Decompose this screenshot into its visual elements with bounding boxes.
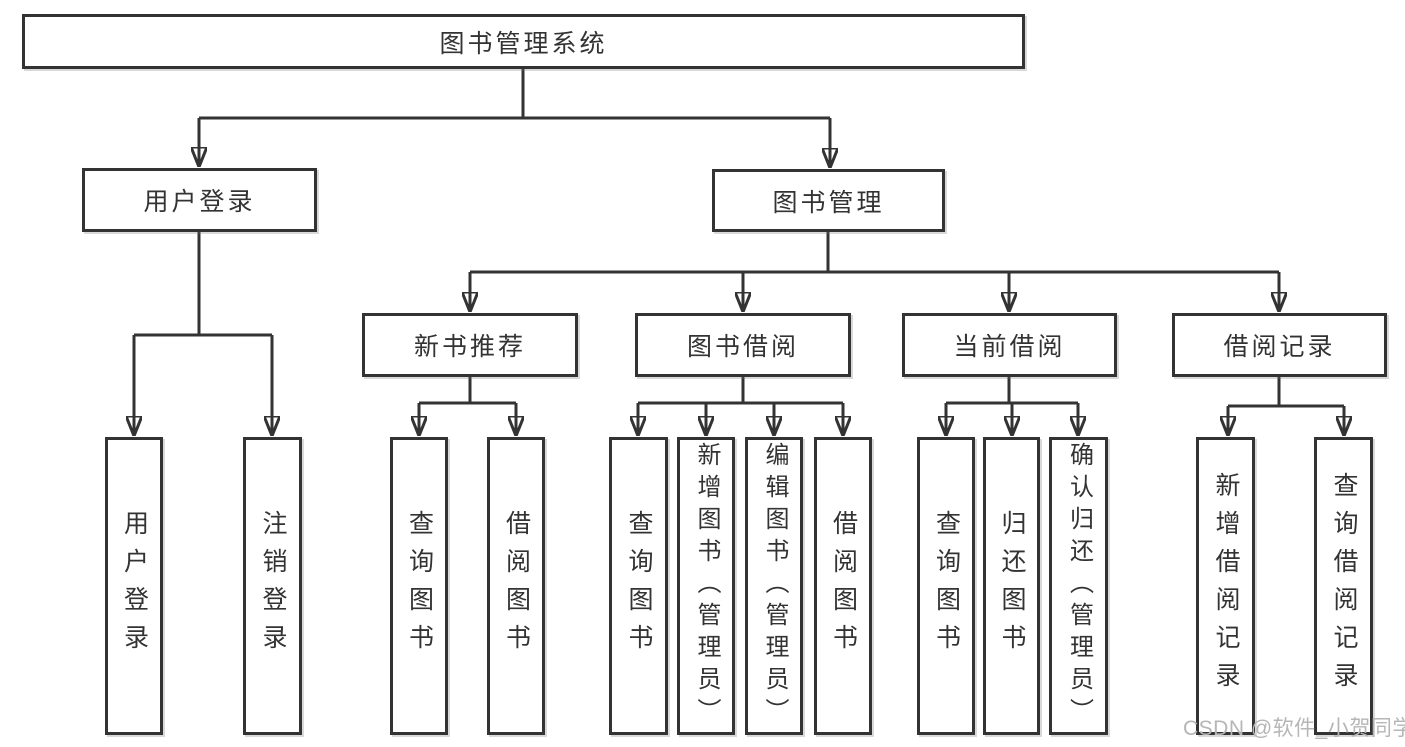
leaf-add-borrow-record: 新增借阅记录 <box>1196 437 1255 735</box>
leaf-label: 确认归还（管理员） <box>1065 442 1093 730</box>
node-book-management: 图书管理 <box>712 169 945 232</box>
connector-root <box>199 69 830 167</box>
leaf-add-books-admin: 新增图书（管理员） <box>677 437 735 735</box>
connector-book-borrow <box>638 377 843 435</box>
connector-book-mgmt <box>470 232 1279 311</box>
leaf-edit-books-admin: 编辑图书（管理员） <box>745 437 803 735</box>
leaf-label: 查询借阅记录 <box>1330 472 1358 700</box>
node-borrowing-records: 借阅记录 <box>1172 313 1387 377</box>
node-label: 图书借阅 <box>686 333 799 361</box>
leaf-label: 借阅图书 <box>502 510 531 662</box>
leaf-return-books: 归还图书 <box>983 437 1040 735</box>
leaf-label: 查询图书 <box>405 510 434 662</box>
leaf-user-login: 用户登录 <box>105 437 163 735</box>
leaf-label: 新增借阅记录 <box>1212 472 1240 700</box>
leaf-query-borrow-record: 查询借阅记录 <box>1314 437 1373 735</box>
connector-borrow-records <box>1228 377 1344 435</box>
csdn-watermark: CSDN @软件_小贺同学 <box>1183 717 1405 740</box>
leaf-logout: 注销登录 <box>243 437 302 735</box>
leaf-borrow-query-books: 查询图书 <box>609 437 668 735</box>
connector-user-login <box>134 232 272 435</box>
leaf-label: 编辑图书（管理员） <box>761 442 788 730</box>
connector-new-book <box>419 377 516 435</box>
leaf-label: 借阅图书 <box>829 510 858 662</box>
node-label: 用户登录 <box>143 188 256 216</box>
leaf-borrow-books: 借阅图书 <box>814 437 872 735</box>
node-new-book-recommend: 新书推荐 <box>362 313 578 377</box>
node-library-system: 图书管理系统 <box>22 14 1025 69</box>
node-label: 图书管理系统 <box>439 29 608 58</box>
node-label: 借阅记录 <box>1223 333 1336 361</box>
leaf-label: 注销登录 <box>259 510 287 662</box>
node-label: 新书推荐 <box>413 333 526 361</box>
connector-current-borrow <box>946 377 1078 435</box>
leaf-label: 新增图书（管理员） <box>693 442 720 730</box>
node-user-login: 用户登录 <box>82 168 317 232</box>
leaf-label: 归还图书 <box>998 510 1026 662</box>
leaf-label: 用户登录 <box>120 510 149 662</box>
leaf-label: 查询图书 <box>932 510 961 662</box>
leaf-confirm-return-admin: 确认归还（管理员） <box>1049 437 1108 735</box>
leaf-newbook-query-books: 查询图书 <box>390 437 448 735</box>
node-book-borrowing: 图书借阅 <box>635 313 851 377</box>
leaf-current-query-books: 查询图书 <box>917 437 975 735</box>
node-label: 图书管理 <box>772 188 885 217</box>
node-current-borrowing: 当前借阅 <box>902 313 1117 377</box>
node-label: 当前借阅 <box>953 333 1066 361</box>
leaf-newbook-borrow-books: 借阅图书 <box>487 437 545 735</box>
leaf-label: 查询图书 <box>625 510 653 662</box>
